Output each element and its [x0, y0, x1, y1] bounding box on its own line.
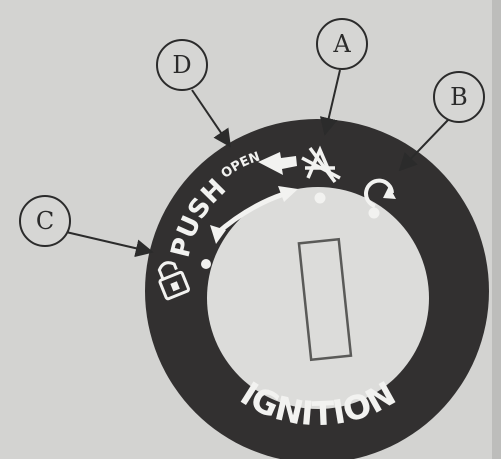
rotate-arrow-icon: [364, 178, 394, 208]
callout-d: D: [156, 39, 208, 91]
callout-c: C: [19, 195, 71, 247]
callout-a-leader: [319, 69, 341, 136]
callout-a-letter: A: [332, 30, 351, 58]
callout-a: A: [316, 18, 368, 70]
callout-b-letter: B: [450, 83, 468, 111]
key-slot: [297, 237, 353, 362]
lock-position-dot: [201, 259, 211, 269]
open-direction-arrow-icon: [258, 152, 297, 175]
callout-d-leader: [191, 89, 232, 148]
on-position-dot: [368, 207, 380, 219]
lock-icon: [157, 261, 191, 301]
ignition-on-icon: [383, 186, 396, 199]
push-open-arrow-icon: [210, 186, 298, 244]
page-edge-shadow: [492, 0, 501, 459]
callout-d-letter: D: [172, 51, 191, 79]
callout-b-leader: [398, 119, 449, 172]
off-position-dot: [314, 192, 326, 204]
callout-c-letter: C: [36, 207, 54, 235]
callout-b: B: [433, 71, 485, 123]
callout-c-leader: [65, 231, 154, 258]
ignition-key-face: [207, 187, 429, 409]
ignition-off-icon: [301, 145, 341, 184]
